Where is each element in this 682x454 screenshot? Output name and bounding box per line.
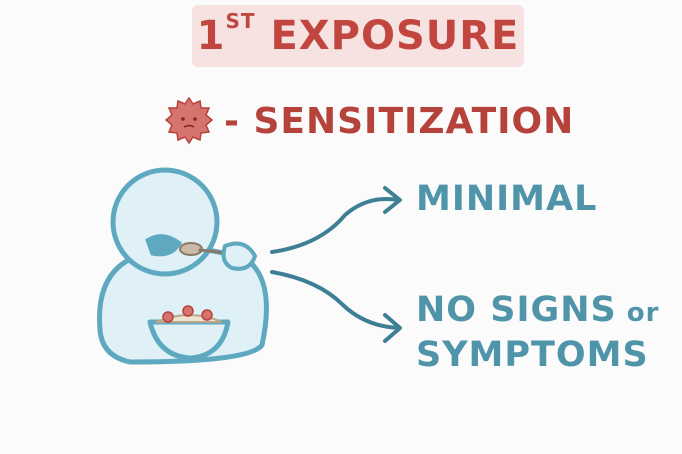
title: 1ST EXPOSURE [196,9,520,59]
person-head [110,167,220,277]
title-banner: 1ST EXPOSURE [192,5,524,67]
outcome-minimal: MINIMAL [416,179,598,219]
sensitization-label: - SENSITIZATION [224,100,575,142]
mouth [145,234,182,257]
bowl [147,319,231,361]
spoon [179,242,203,256]
arrow-to-minimal [270,197,400,254]
arrow-to-no-symptoms [270,270,400,330]
outcome-no-signs-or-symptoms: NO SIGNS or SYMPTOMS [416,290,660,375]
sensitization-row: - SENSITIZATION [164,93,574,149]
hand [221,241,258,271]
allergen-particle-icon [164,96,214,145]
